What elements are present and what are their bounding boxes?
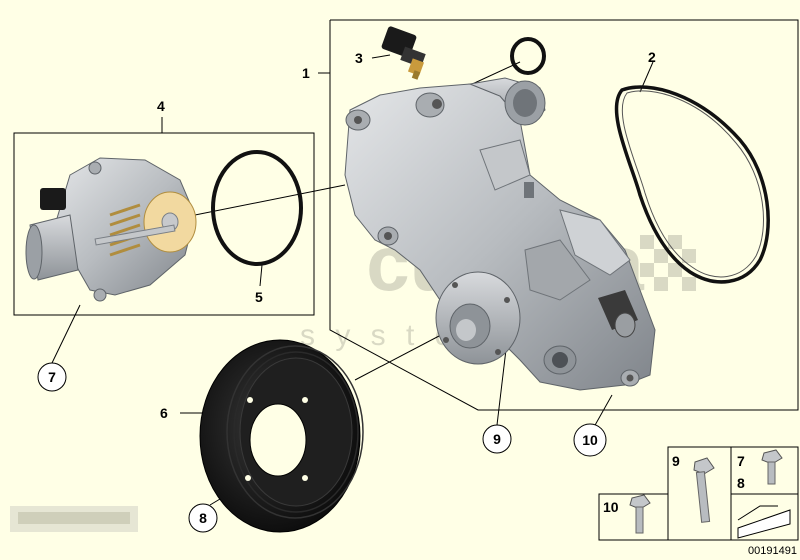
label-3: 3 [355, 50, 363, 66]
callout-10: 10 [573, 423, 607, 457]
label-2: 2 [648, 49, 656, 65]
thermostat-gasket [211, 150, 303, 266]
document-code: 00191491 [748, 545, 797, 557]
legend-7: 7 [737, 453, 745, 469]
legend-10: 10 [603, 499, 619, 515]
callout-9-text: 9 [493, 431, 501, 447]
label-4: 4 [157, 98, 165, 114]
bolt-medium-icon [629, 494, 651, 534]
thermostat [25, 157, 197, 302]
bolt-short-icon [761, 449, 783, 485]
legend-9: 9 [672, 453, 680, 469]
wedge-arrow-icon [737, 505, 791, 539]
water-pump-housing [344, 77, 656, 391]
checkered-flag-icon [640, 235, 696, 291]
legend-8: 8 [737, 475, 745, 491]
callout-10-text: 10 [582, 432, 598, 448]
small-o-ring [510, 37, 546, 75]
belt-pulley [199, 339, 364, 533]
temperature-sensor [381, 26, 426, 80]
bolt-long-icon [693, 457, 715, 523]
group-4-frame [13, 132, 315, 316]
callout-8: 8 [188, 503, 218, 533]
fastener-legend: 9 7 8 10 [598, 446, 799, 541]
callout-8-text: 8 [199, 510, 207, 526]
label-1: 1 [302, 65, 310, 81]
large-gasket [614, 85, 770, 284]
group-1-frame [329, 19, 799, 411]
callout-9: 9 [482, 424, 512, 454]
callout-7-text: 7 [48, 369, 56, 385]
label-6: 6 [160, 405, 168, 421]
logo-watermark [10, 506, 138, 532]
callout-7: 7 [37, 362, 67, 392]
label-5: 5 [255, 289, 263, 305]
